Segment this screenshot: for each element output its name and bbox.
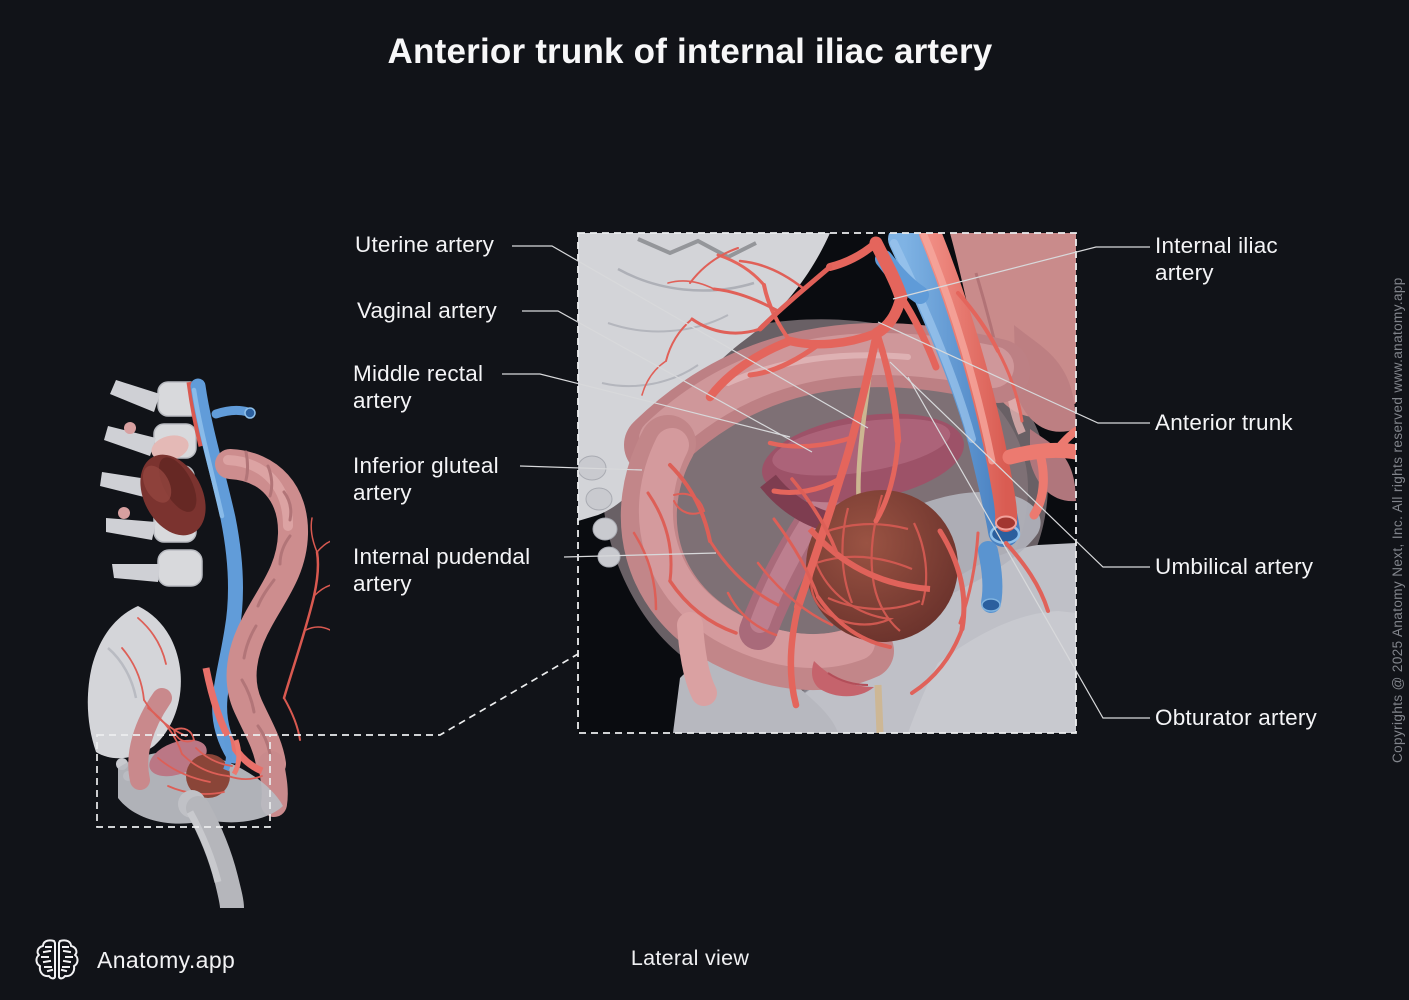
view-caption: Lateral view (630, 946, 750, 970)
label-obturator-artery: Obturator artery (1155, 705, 1318, 730)
ivc-vein (190, 378, 256, 764)
label-internal-pudendal-artery: Internal pudendal artery (353, 544, 531, 596)
overview-anatomy-figure (87, 378, 330, 908)
page-title: Anterior trunk of internal iliac artery (387, 32, 993, 71)
main-anatomy-figure (578, 233, 1076, 733)
kidney (140, 454, 206, 536)
copyright-text: Copyrights @ 2025 Anatomy Next, Inc. All… (1390, 277, 1405, 763)
adrenal-gland (151, 435, 189, 461)
label-uterine-artery: Uterine artery (355, 232, 495, 257)
label-anterior-trunk: Anterior trunk (1155, 410, 1293, 435)
brain-icon (35, 939, 79, 980)
brand-logo[interactable]: Anatomy.app (33, 936, 235, 984)
label-umbilical-artery: Umbilical artery (1155, 554, 1314, 579)
label-vaginal-artery: Vaginal artery (357, 298, 497, 323)
brand-name: Anatomy.app (97, 946, 236, 973)
label-inferior-gluteal-artery: Inferior gluteal artery (353, 453, 499, 505)
label-middle-rectal-artery: Middle rectal artery (353, 361, 484, 413)
label-internal-iliac-artery: Internal iliac artery (1155, 233, 1278, 285)
